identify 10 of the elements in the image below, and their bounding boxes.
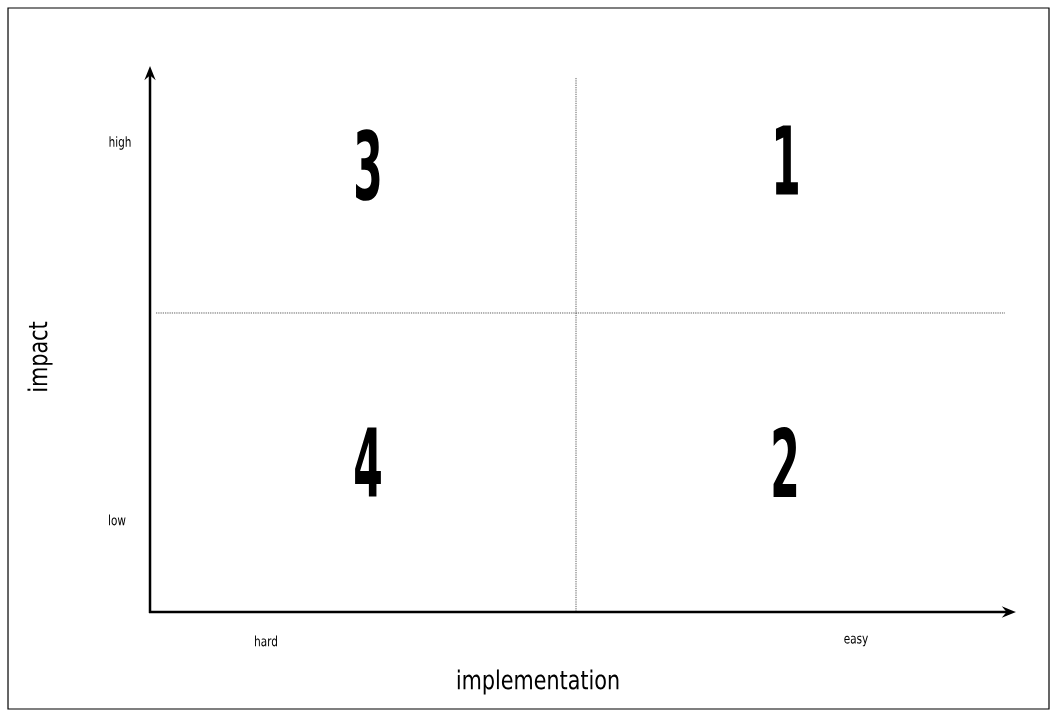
axis-tick-label: high [109, 136, 131, 150]
quadrant-number: 2 [773, 426, 797, 498]
axis-tick-label: easy [844, 635, 868, 647]
axis-tick-label: hard [255, 635, 277, 647]
quadrant-number: 1 [776, 125, 798, 195]
quadrant-number: 3 [356, 129, 380, 201]
axis-tick-label: low [109, 514, 126, 526]
axis-title: impact [27, 321, 53, 391]
axis-title: implementation [457, 669, 619, 695]
quadrant-number: 4 [355, 427, 381, 497]
